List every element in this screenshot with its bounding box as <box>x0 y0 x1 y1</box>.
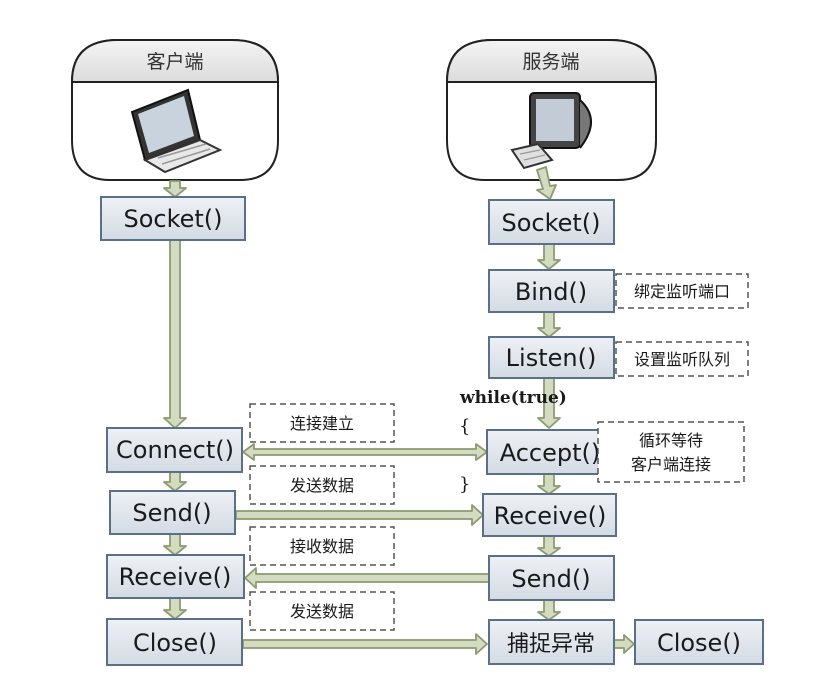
server-step-bind: Bind() <box>488 269 615 313</box>
arrow-server-header-socket <box>536 166 557 200</box>
note-bind-box <box>615 273 749 309</box>
note-send1-box <box>249 465 395 505</box>
server-bind-label: Bind() <box>515 278 587 306</box>
arrow-server-send-client-receive <box>244 567 490 589</box>
client-step-receive: Receive() <box>106 554 245 599</box>
loop-close-brace: } <box>459 474 470 495</box>
server-step-listen: Listen() <box>488 336 615 379</box>
server-step-send: Send() <box>488 555 615 601</box>
server-socket-label: Socket() <box>501 209 600 237</box>
note-accept-box <box>597 421 745 483</box>
arrow-client-receive-close <box>163 597 187 620</box>
note-accept-line1: 循环等待 <box>639 431 703 450</box>
client-socket-label: Socket() <box>123 205 222 233</box>
note-listen-box <box>615 341 749 377</box>
server-close-label: Close() <box>657 629 741 657</box>
arrow-server-accept-receive <box>537 473 561 495</box>
note-send1: 发送数据 <box>290 476 354 495</box>
client-send-label: Send() <box>132 499 211 527</box>
loop-open-brace: { <box>459 416 470 437</box>
arrow-catch-close <box>613 634 635 654</box>
note-bind: 绑定监听端口 <box>634 282 730 301</box>
note-send2-box <box>249 591 395 631</box>
client-header: 客户端 <box>70 39 280 181</box>
server-step-catch-exception: 捕捉异常 <box>488 619 615 665</box>
client-step-close: Close() <box>106 618 243 666</box>
server-listen-label: Listen() <box>506 344 597 372</box>
server-header: 服务端 <box>445 39 658 181</box>
arrow-server-receive-send <box>537 535 561 557</box>
server-receive-label: Receive() <box>494 502 607 530</box>
server-accept-label: Accept() <box>500 439 601 467</box>
note-connect: 连接建立 <box>290 414 354 433</box>
client-connect-label: Connect() <box>116 436 234 464</box>
note-send2: 发送数据 <box>290 602 354 621</box>
desktop-computer-icon <box>510 92 592 170</box>
client-step-connect: Connect() <box>106 427 243 473</box>
client-close-label: Close() <box>133 629 217 657</box>
note-recv: 接收数据 <box>290 537 354 556</box>
note-accept-line2: 客户端连接 <box>631 455 711 474</box>
client-title: 客户端 <box>146 51 203 73</box>
arrow-server-send-catch <box>537 599 561 621</box>
server-step-close: Close() <box>634 619 764 665</box>
server-catch-label: 捕捉异常 <box>507 632 595 657</box>
arrow-server-listen-accept <box>537 377 561 429</box>
server-send-label: Send() <box>511 565 590 593</box>
server-step-socket: Socket() <box>488 199 615 245</box>
arrow-send-receive <box>235 504 484 526</box>
arrow-server-bind-listen <box>537 311 561 338</box>
client-step-send: Send() <box>109 490 236 535</box>
client-step-socket: Socket() <box>100 196 246 241</box>
note-recv-box <box>249 526 395 566</box>
arrow-close-catch <box>242 633 488 655</box>
server-step-accept: Accept() <box>486 429 614 475</box>
vertical-arrows <box>163 166 561 621</box>
laptop-icon <box>130 88 223 174</box>
arrow-client-socket-connect <box>163 239 187 429</box>
arrow-server-socket-bind <box>537 243 561 270</box>
server-step-receive: Receive() <box>482 493 617 537</box>
note-listen: 设置监听队列 <box>634 350 730 369</box>
client-receive-label: Receive() <box>119 563 232 591</box>
server-title: 服务端 <box>522 51 579 73</box>
note-connect-box <box>249 403 395 443</box>
arrow-connect-accept <box>242 443 488 461</box>
arrow-client-send-receive <box>163 533 187 556</box>
arrow-client-connect-send <box>163 471 187 492</box>
loop-label: while(true) <box>459 388 567 408</box>
arrow-client-header-socket <box>163 180 187 198</box>
